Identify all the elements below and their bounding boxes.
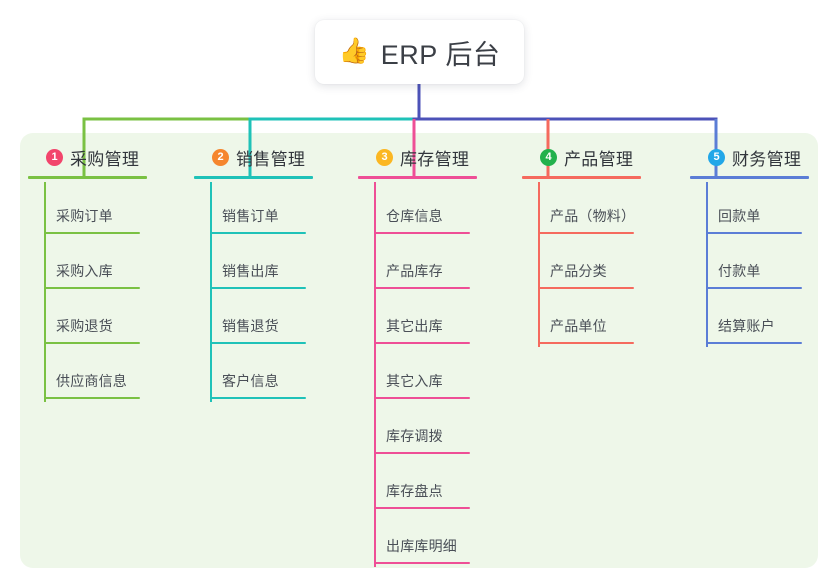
leaf-underline [44,287,140,289]
leaf-label: 仓库信息 [386,208,443,224]
column-title-3: 库存管理 [400,149,470,169]
column-header-3[interactable]: 3 库存管理 [358,145,477,169]
column-underline-3 [358,176,477,179]
leaf-node[interactable]: 客户信息 [194,344,313,399]
leaf-node[interactable]: 结算账户 [690,289,809,344]
leaf-node[interactable]: 销售订单 [194,179,313,234]
leaf-underline [374,562,470,564]
leaf-underline [210,232,306,234]
leaf-underline [374,287,470,289]
leaf-underline [374,452,470,454]
column-header-1[interactable]: 1 采购管理 [28,145,147,169]
diagram-panel [20,133,818,568]
leaf-underline [374,232,470,234]
leaf-label: 产品库存 [386,263,443,279]
root-node[interactable]: 👍 ERP 后台 [315,20,524,84]
column-title-4: 产品管理 [564,149,634,169]
column-badge-5: 5 [708,148,725,166]
thumbs-up-icon: 👍 [338,36,370,65]
leaf-underline [538,232,634,234]
column-badge-4: 4 [540,148,557,166]
leaf-node[interactable]: 供应商信息 [28,344,147,399]
leaf-node[interactable]: 产品分类 [522,234,641,289]
leaf-node[interactable]: 采购入库 [28,234,147,289]
leaf-node[interactable]: 产品（物料） [522,179,641,234]
leaf-label: 结算账户 [718,318,775,334]
column-badge-3: 3 [376,148,393,166]
leaf-node[interactable]: 库存调拨 [358,399,477,454]
leaf-label: 回款单 [718,208,761,224]
leaf-underline [374,342,470,344]
leaf-label: 付款单 [718,263,761,279]
column-header-5[interactable]: 5 财务管理 [690,145,809,169]
leaf-node[interactable]: 产品单位 [522,289,641,344]
leaf-underline [44,397,140,399]
leaf-label: 其它出库 [386,318,443,334]
leaf-label: 出库库明细 [386,538,457,554]
leaf-node[interactable]: 产品库存 [358,234,477,289]
column-5: 5 财务管理回款单付款单结算账户 [690,145,809,344]
leaf-node[interactable]: 销售出库 [194,234,313,289]
leaf-node[interactable]: 采购退货 [28,289,147,344]
column-badge-1: 1 [46,148,63,166]
leaf-node[interactable]: 其它出库 [358,289,477,344]
leaf-underline [210,397,306,399]
leaf-underline [706,342,802,344]
leaf-label: 产品单位 [550,318,607,334]
column-underline-5 [690,176,809,179]
leaf-underline [706,232,802,234]
column-title-5: 财务管理 [732,149,802,169]
leaf-label: 其它入库 [386,373,443,389]
leaf-underline [374,397,470,399]
leaf-label: 产品（物料） [550,208,636,224]
column-underline-1 [28,176,147,179]
column-underline-4 [522,176,641,179]
column-4: 4 产品管理产品（物料） 产品分类产品单位 [522,145,641,344]
leaf-label: 库存调拨 [386,428,443,444]
leaf-underline [210,287,306,289]
leaf-underline [538,342,634,344]
column-1: 1 采购管理采购订单采购入库采购退货供应商信息 [28,145,147,399]
leaf-node[interactable]: 仓库信息 [358,179,477,234]
leaf-label: 采购入库 [56,263,113,279]
leaf-label: 采购订单 [56,208,113,224]
column-header-4[interactable]: 4 产品管理 [522,145,641,169]
leaf-label: 供应商信息 [56,373,127,389]
leaf-underline [374,507,470,509]
leaf-node[interactable]: 付款单 [690,234,809,289]
column-3: 3 库存管理仓库信息产品库存其它出库其它入库库存调拨库存盘点出库库明细 [358,145,477,564]
column-underline-2 [194,176,313,179]
column-header-2[interactable]: 2 销售管理 [194,145,313,169]
leaf-underline [706,287,802,289]
leaf-label: 采购退货 [56,318,113,334]
leaf-underline [44,342,140,344]
column-2: 2 销售管理销售订单销售出库销售退货客户信息 [194,145,313,399]
leaf-underline [538,287,634,289]
leaf-label: 销售订单 [222,208,279,224]
leaf-label: 库存盘点 [386,483,443,499]
leaf-underline [44,232,140,234]
leaf-node[interactable]: 销售退货 [194,289,313,344]
column-title-1: 采购管理 [70,149,140,169]
leaf-label: 产品分类 [550,263,607,279]
leaf-node[interactable]: 出库库明细 [358,509,477,564]
column-title-2: 销售管理 [236,149,306,169]
column-badge-2: 2 [212,148,229,166]
leaf-underline [210,342,306,344]
leaf-node[interactable]: 采购订单 [28,179,147,234]
leaf-label: 销售出库 [222,263,279,279]
leaf-label: 销售退货 [222,318,279,334]
leaf-node[interactable]: 回款单 [690,179,809,234]
root-title: ERP 后台 [380,39,501,70]
leaf-label: 客户信息 [222,373,279,389]
leaf-node[interactable]: 库存盘点 [358,454,477,509]
leaf-node[interactable]: 其它入库 [358,344,477,399]
